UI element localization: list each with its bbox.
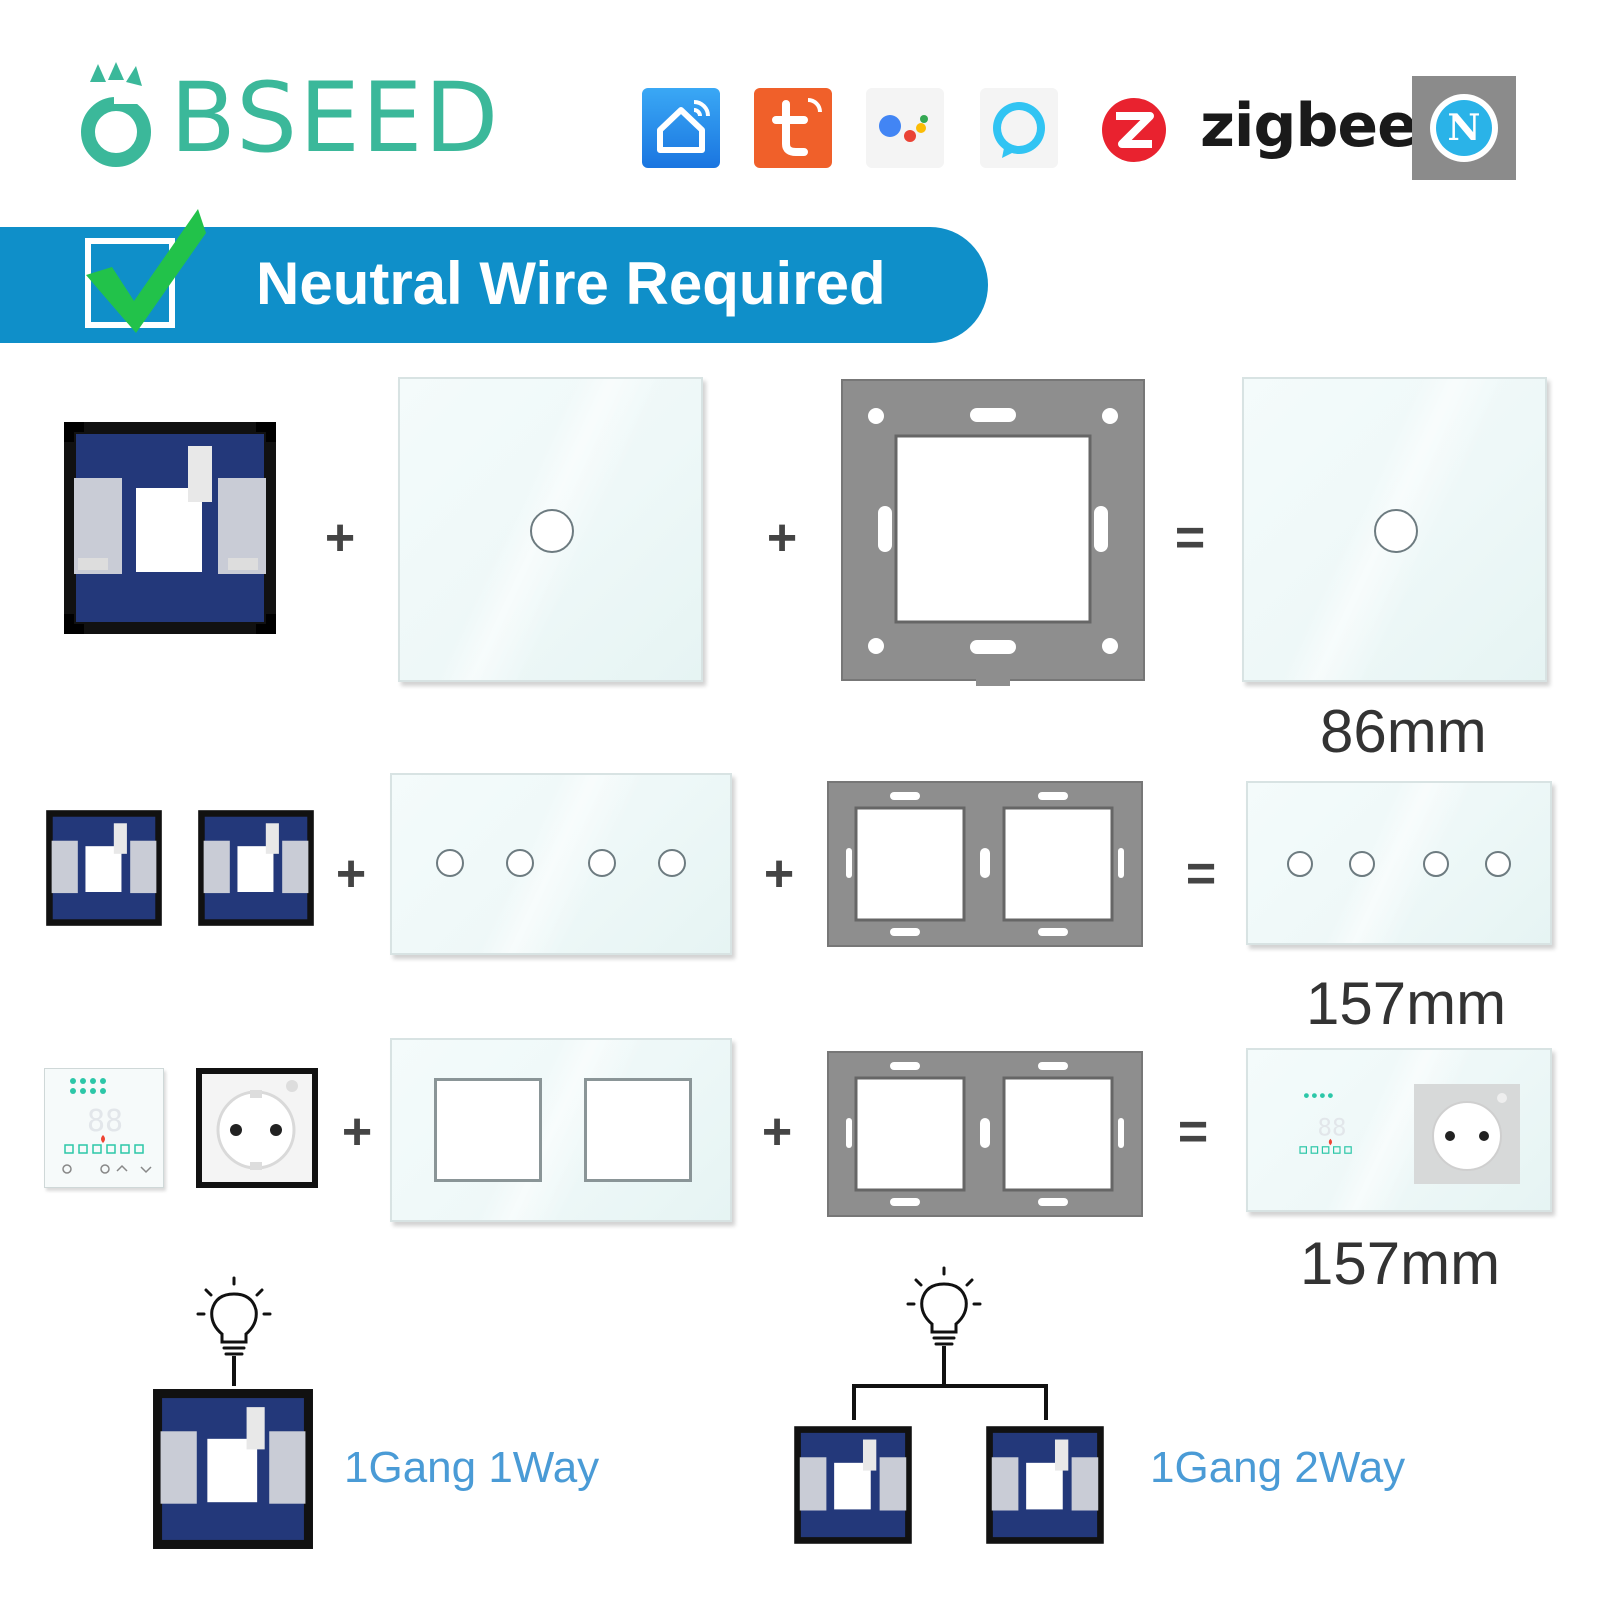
module-cutout	[584, 1078, 692, 1182]
mounting-frame-2gang	[827, 781, 1143, 947]
touch-button	[1374, 509, 1418, 553]
plus-operator: +	[341, 1103, 373, 1161]
touch-button	[658, 849, 686, 877]
touch-button	[1485, 851, 1511, 877]
plus-operator: +	[763, 845, 795, 903]
module-cutout	[434, 1078, 542, 1182]
light-bulb-icon	[196, 1276, 272, 1386]
touch-button	[436, 849, 464, 877]
assembled-thermostat-socket: 88	[1246, 1048, 1552, 1212]
n-app-icon: N	[1412, 76, 1516, 180]
switch-module-2way-b	[986, 1426, 1104, 1544]
touch-button	[506, 849, 534, 877]
zigbee-icon	[1102, 98, 1166, 162]
switch-module-left	[46, 810, 162, 926]
glass-panel-double-cutout	[390, 1038, 732, 1222]
assembled-switch-2gang	[1246, 781, 1552, 945]
switch-module-1way	[153, 1389, 313, 1549]
smart-life-icon	[642, 88, 720, 168]
schuko-socket-module	[196, 1068, 318, 1188]
switch-module-1gang	[64, 422, 276, 634]
zigbee-label: zigbee	[1200, 91, 1418, 161]
mounting-frame-1gang	[841, 379, 1145, 686]
two-way-label: 1Gang 2Way	[1150, 1443, 1406, 1492]
glass-panel-1gang	[398, 377, 703, 682]
mounting-frame-2gang	[827, 1051, 1143, 1217]
thermostat-module: 88	[44, 1068, 164, 1188]
assembled-switch-1gang	[1242, 377, 1547, 682]
checkmark-icon	[85, 209, 206, 333]
socket-outlet	[1414, 1084, 1520, 1184]
one-way-label: 1Gang 1Way	[344, 1443, 600, 1492]
plus-operator: +	[761, 1103, 793, 1161]
touch-button	[1423, 851, 1449, 877]
touch-button	[530, 509, 574, 553]
dimension-label: 157mm	[1300, 1230, 1501, 1297]
banner-text: Neutral Wire Required	[256, 250, 886, 317]
dimension-label: 86mm	[1320, 698, 1487, 765]
light-bulb-icon	[906, 1266, 982, 1386]
glass-panel-2gang	[390, 773, 732, 955]
brand-name: BSEED	[170, 62, 501, 174]
touch-button	[588, 849, 616, 877]
alexa-icon	[980, 88, 1058, 168]
plus-operator: +	[766, 509, 798, 567]
touch-button	[1287, 851, 1313, 877]
tuya-icon	[754, 88, 832, 168]
switch-module-2way-a	[794, 1426, 912, 1544]
google-assistant-icon	[866, 88, 944, 168]
equals-operator: =	[1174, 509, 1206, 567]
equals-operator: =	[1185, 845, 1217, 903]
svg-text:88: 88	[87, 1104, 123, 1139]
neutral-wire-banner: Neutral Wire Required	[0, 209, 988, 343]
brand-mark-icon	[81, 62, 151, 167]
wiring-connector	[852, 1384, 1048, 1420]
brand-logo: BSEED	[80, 62, 498, 182]
thermostat-display: 88	[1299, 1093, 1352, 1154]
touch-button	[1349, 851, 1375, 877]
dimension-label: 157mm	[1306, 970, 1507, 1037]
switch-module-right	[198, 810, 314, 926]
equals-operator: =	[1177, 1103, 1209, 1161]
svg-text:88: 88	[1318, 1114, 1347, 1142]
svg-text:N: N	[1448, 107, 1481, 149]
plus-operator: +	[324, 509, 356, 567]
plus-operator: +	[335, 845, 367, 903]
